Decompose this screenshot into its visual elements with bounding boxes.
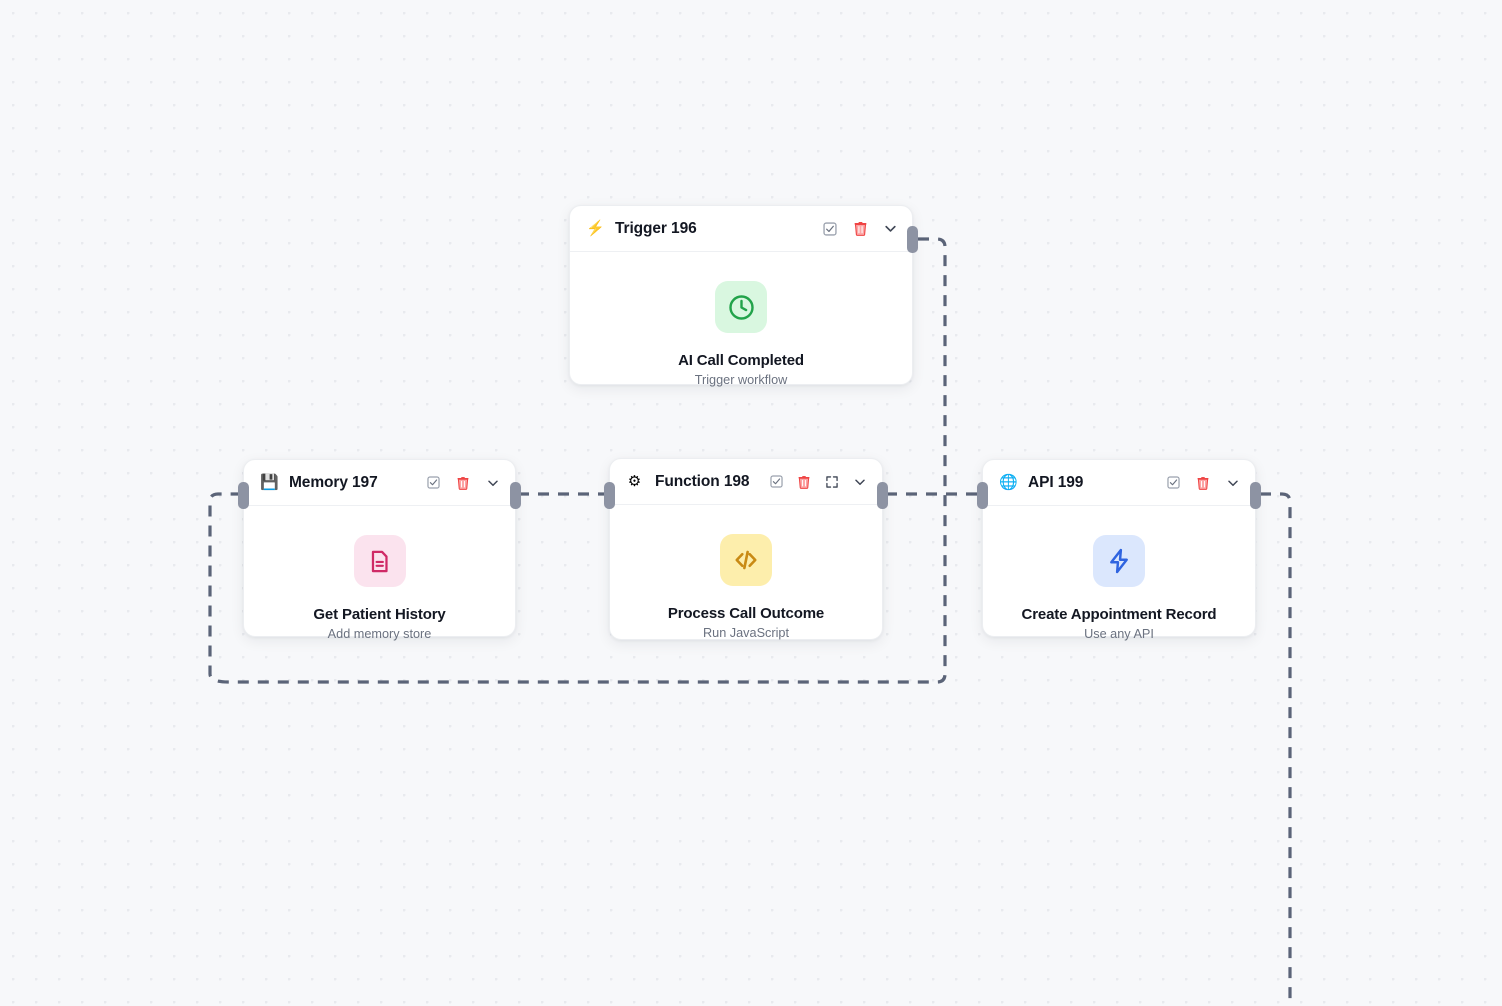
chevron-down-icon[interactable] (852, 474, 868, 490)
output-handle[interactable] (510, 482, 521, 509)
node-body-title: AI Call Completed (678, 352, 804, 369)
node-title: Function 198 (655, 472, 750, 490)
node-api-199[interactable]: 🌐 API 199 (977, 459, 1261, 641)
node-body-subtitle: Run JavaScript (702, 626, 790, 640)
node-header: ⚙ Function 198 (610, 459, 882, 505)
gear-icon: ⚙ (627, 473, 642, 490)
node-header: ⚡ Trigger 196 (570, 206, 912, 252)
node-header-actions (1165, 475, 1241, 491)
output-handle[interactable] (877, 482, 888, 509)
checkbox-icon[interactable] (768, 474, 784, 490)
input-handle[interactable] (977, 482, 988, 509)
node-header-actions (822, 221, 898, 237)
node-body: AI Call Completed Trigger workflow (570, 252, 912, 387)
node-title: Trigger 196 (615, 219, 697, 237)
node-function-198[interactable]: ⚙ Function 198 (604, 458, 888, 640)
node-header: 💾 Memory 197 (244, 460, 515, 506)
node-body-subtitle: Add memory store (327, 627, 432, 641)
checkbox-icon[interactable] (822, 221, 838, 237)
chevron-down-icon[interactable] (485, 475, 501, 491)
checkbox-icon[interactable] (1165, 475, 1181, 491)
input-handle[interactable] (604, 482, 615, 509)
floppy-disk-icon: 💾 (260, 474, 279, 491)
node-trigger-196[interactable]: ⚡ Trigger 196 (569, 205, 918, 387)
expand-icon[interactable] (824, 474, 840, 490)
code-brackets-icon (735, 550, 757, 570)
clock-icon (728, 294, 754, 320)
code-brackets-icon-tile (720, 534, 772, 586)
clock-icon-tile (715, 281, 767, 333)
node-body-title: Get Patient History (313, 606, 446, 623)
node-header: 🌐 API 199 (983, 460, 1255, 506)
chevron-down-icon[interactable] (882, 221, 898, 237)
output-handle[interactable] (1250, 482, 1261, 509)
chevron-down-icon[interactable] (1225, 475, 1241, 491)
checkbox-icon[interactable] (425, 475, 441, 491)
node-body: Get Patient History Add memory store (244, 506, 515, 641)
node-body: Process Call Outcome Run JavaScript (610, 505, 882, 640)
node-body-subtitle: Use any API (1084, 627, 1154, 641)
trash-icon[interactable] (455, 475, 471, 491)
edge-api-to-right-bus (1260, 492, 1292, 1006)
node-title: Memory 197 (289, 473, 378, 491)
document-icon (371, 550, 388, 572)
node-title: API 199 (1028, 473, 1084, 491)
trash-icon[interactable] (1195, 475, 1211, 491)
node-body: Create Appointment Record Use any API (983, 506, 1255, 641)
output-handle[interactable] (907, 226, 918, 253)
node-header-actions (425, 475, 501, 491)
lightning-bolt-icon: ⚡ (586, 220, 605, 237)
bolt-icon (1110, 548, 1128, 574)
trash-icon[interactable] (852, 221, 868, 237)
document-icon-tile (353, 535, 406, 587)
bolt-icon-tile (1093, 535, 1145, 587)
node-body-title: Process Call Outcome (667, 605, 825, 622)
node-body-subtitle: Trigger workflow (694, 373, 788, 387)
globe-icon: 🌐 (999, 474, 1018, 491)
input-handle[interactable] (238, 482, 249, 509)
node-header-actions (768, 474, 868, 490)
node-body-title: Create Appointment Record (1021, 606, 1217, 623)
trash-icon[interactable] (796, 474, 812, 490)
node-memory-197[interactable]: 💾 Memory 197 (238, 459, 521, 641)
